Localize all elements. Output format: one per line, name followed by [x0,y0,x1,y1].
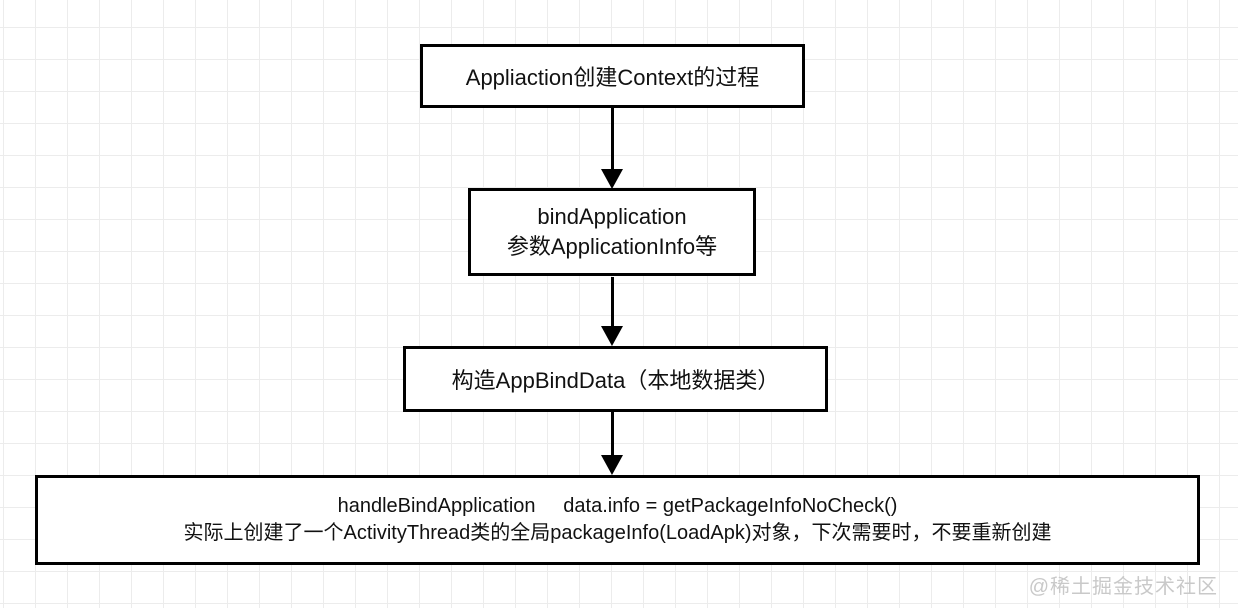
flow-node-bind-application: bindApplication 参数ApplicationInfo等 [468,188,756,276]
arrow-down-icon [601,326,623,346]
arrow-line [610,412,614,455]
arrow-down-icon [601,455,623,475]
flow-node-handle-bind-application: handleBindApplication data.info = getPac… [35,475,1200,565]
node-label: bindApplication [537,204,687,229]
arrow-line [610,277,614,326]
watermark: @稀土掘金技术社区 [1028,576,1218,598]
node-label: 构造AppBindData（本地数据类） [451,368,780,393]
node-label: 参数ApplicationInfo等 [506,234,718,259]
flow-arrow-2 [601,277,623,346]
arrow-line [610,108,614,169]
flow-node-app-bind-data: 构造AppBindData（本地数据类） [403,346,828,412]
flow-arrow-3 [601,412,623,475]
node-label: handleBindApplication data.info = getPac… [337,495,898,517]
node-label: Appliaction创建Context的过程 [465,65,760,90]
flow-arrow-1 [601,108,623,189]
flow-node-process-title: Appliaction创建Context的过程 [420,44,805,108]
arrow-down-icon [601,169,623,189]
node-label: 实际上创建了一个ActivityThread类的全局packageInfo(Lo… [183,522,1052,544]
